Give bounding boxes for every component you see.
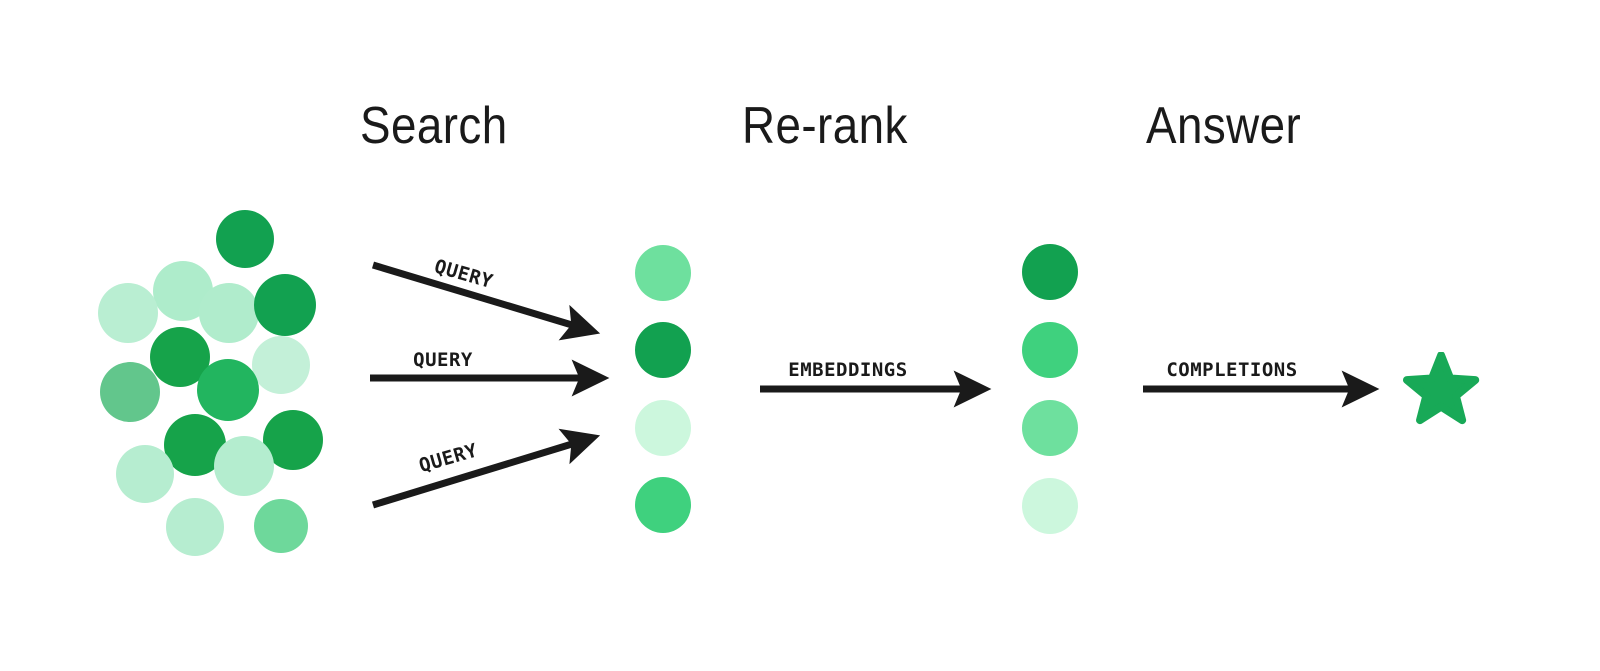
- retrieved-dot: [635, 245, 691, 301]
- corpus-dot: [254, 499, 308, 553]
- corpus-dot: [216, 210, 274, 268]
- heading-rerank: Re-rank: [742, 97, 908, 155]
- corpus-dot: [98, 283, 158, 343]
- retrieved-dot: [635, 400, 691, 456]
- completions-arrow-label: COMPLETIONS: [1166, 359, 1297, 381]
- ranked-dot: [1022, 400, 1078, 456]
- retrieved-dot: [635, 477, 691, 533]
- retrieved-dot: [635, 322, 691, 378]
- corpus-dot: [214, 436, 274, 496]
- corpus-dot: [166, 498, 224, 556]
- query-arrow-line: [371, 428, 601, 509]
- corpus-dot: [197, 359, 259, 421]
- heading-answer: Answer: [1146, 97, 1302, 155]
- query-arrow-line: [371, 261, 601, 341]
- corpus-dot: [100, 362, 160, 422]
- embeddings-arrow-label: EMBEDDINGS: [788, 359, 907, 381]
- corpus-dot: [199, 283, 259, 343]
- ranked-dot: [1022, 478, 1078, 534]
- query-arrow-label: QUERY: [432, 255, 496, 293]
- corpus-dot: [254, 274, 316, 336]
- ranked-dot: [1022, 322, 1078, 378]
- ranked-dot: [1022, 244, 1078, 300]
- heading-search: Search: [360, 97, 508, 155]
- query-arrow-label: QUERY: [413, 349, 473, 371]
- corpus-dot: [252, 336, 310, 394]
- answer-star: [1402, 351, 1480, 424]
- query-arrow-label: QUERY: [417, 439, 481, 477]
- corpus-dot: [116, 445, 174, 503]
